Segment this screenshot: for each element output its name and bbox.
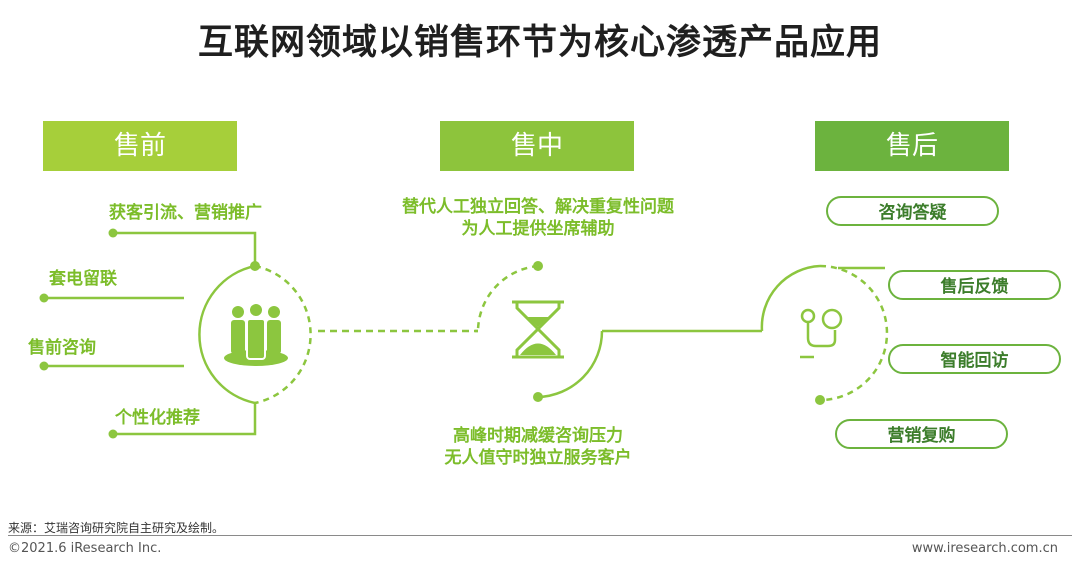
connector-pre-4 bbox=[113, 403, 257, 436]
mid-bottom-line-1: 高峰时期减缓咨询压力 bbox=[453, 426, 623, 446]
mid-bottom-text: 高峰时期减缓咨询压力 无人值守时独立服务客户 bbox=[338, 425, 738, 469]
post-item-feedback: 售后反馈 bbox=[888, 270, 1061, 300]
pre-ring-solid bbox=[198, 264, 256, 405]
page-title: 互联网领域以销售环节为核心渗透产品应用 bbox=[197, 23, 882, 63]
website-link[interactable]: www.iresearch.com.cn bbox=[911, 541, 1058, 556]
people-group-icon bbox=[224, 302, 288, 366]
service-connection-icon bbox=[800, 308, 843, 359]
pre-item-consult: 售前咨询 bbox=[28, 338, 96, 358]
mid-top-line-2: 为人工提供坐席辅助 bbox=[461, 219, 615, 239]
pre-item-leads: 套电留联 bbox=[49, 269, 117, 289]
stage-header-mid: 售中 bbox=[440, 121, 634, 171]
pre-item-recommend: 个性化推荐 bbox=[115, 408, 200, 428]
stage-header-pre: 售前 bbox=[43, 121, 237, 171]
post-item-repurchase: 营销复购 bbox=[835, 419, 1008, 449]
post-ring-dashed bbox=[819, 264, 889, 402]
mid-top-text: 替代人工独立回答、解决重复性问题 为人工提供坐席辅助 bbox=[338, 196, 738, 240]
post-item-revisit: 智能回访 bbox=[888, 344, 1061, 374]
mid-top-line-1: 替代人工独立回答、解决重复性问题 bbox=[402, 197, 674, 217]
post-ring-left-top bbox=[760, 264, 821, 332]
mid-ring-solid bbox=[537, 330, 604, 399]
footer-divider bbox=[8, 535, 1072, 536]
mid-ring-dashed bbox=[476, 264, 539, 332]
mid-bottom-line-2: 无人值守时独立服务客户 bbox=[444, 448, 632, 468]
pre-ring-dashed bbox=[254, 264, 312, 405]
hourglass-icon bbox=[512, 300, 564, 359]
source-note: 来源：艾瑞咨询研究院自主研究及绘制。 bbox=[8, 521, 225, 535]
connector-pre-1 bbox=[113, 231, 257, 266]
pre-item-traffic: 获客引流、营销推广 bbox=[109, 203, 262, 223]
post-item-qa: 咨询答疑 bbox=[826, 196, 999, 226]
copyright: ©2021.6 iResearch Inc. bbox=[8, 541, 162, 556]
stage-header-post: 售后 bbox=[815, 121, 1009, 171]
